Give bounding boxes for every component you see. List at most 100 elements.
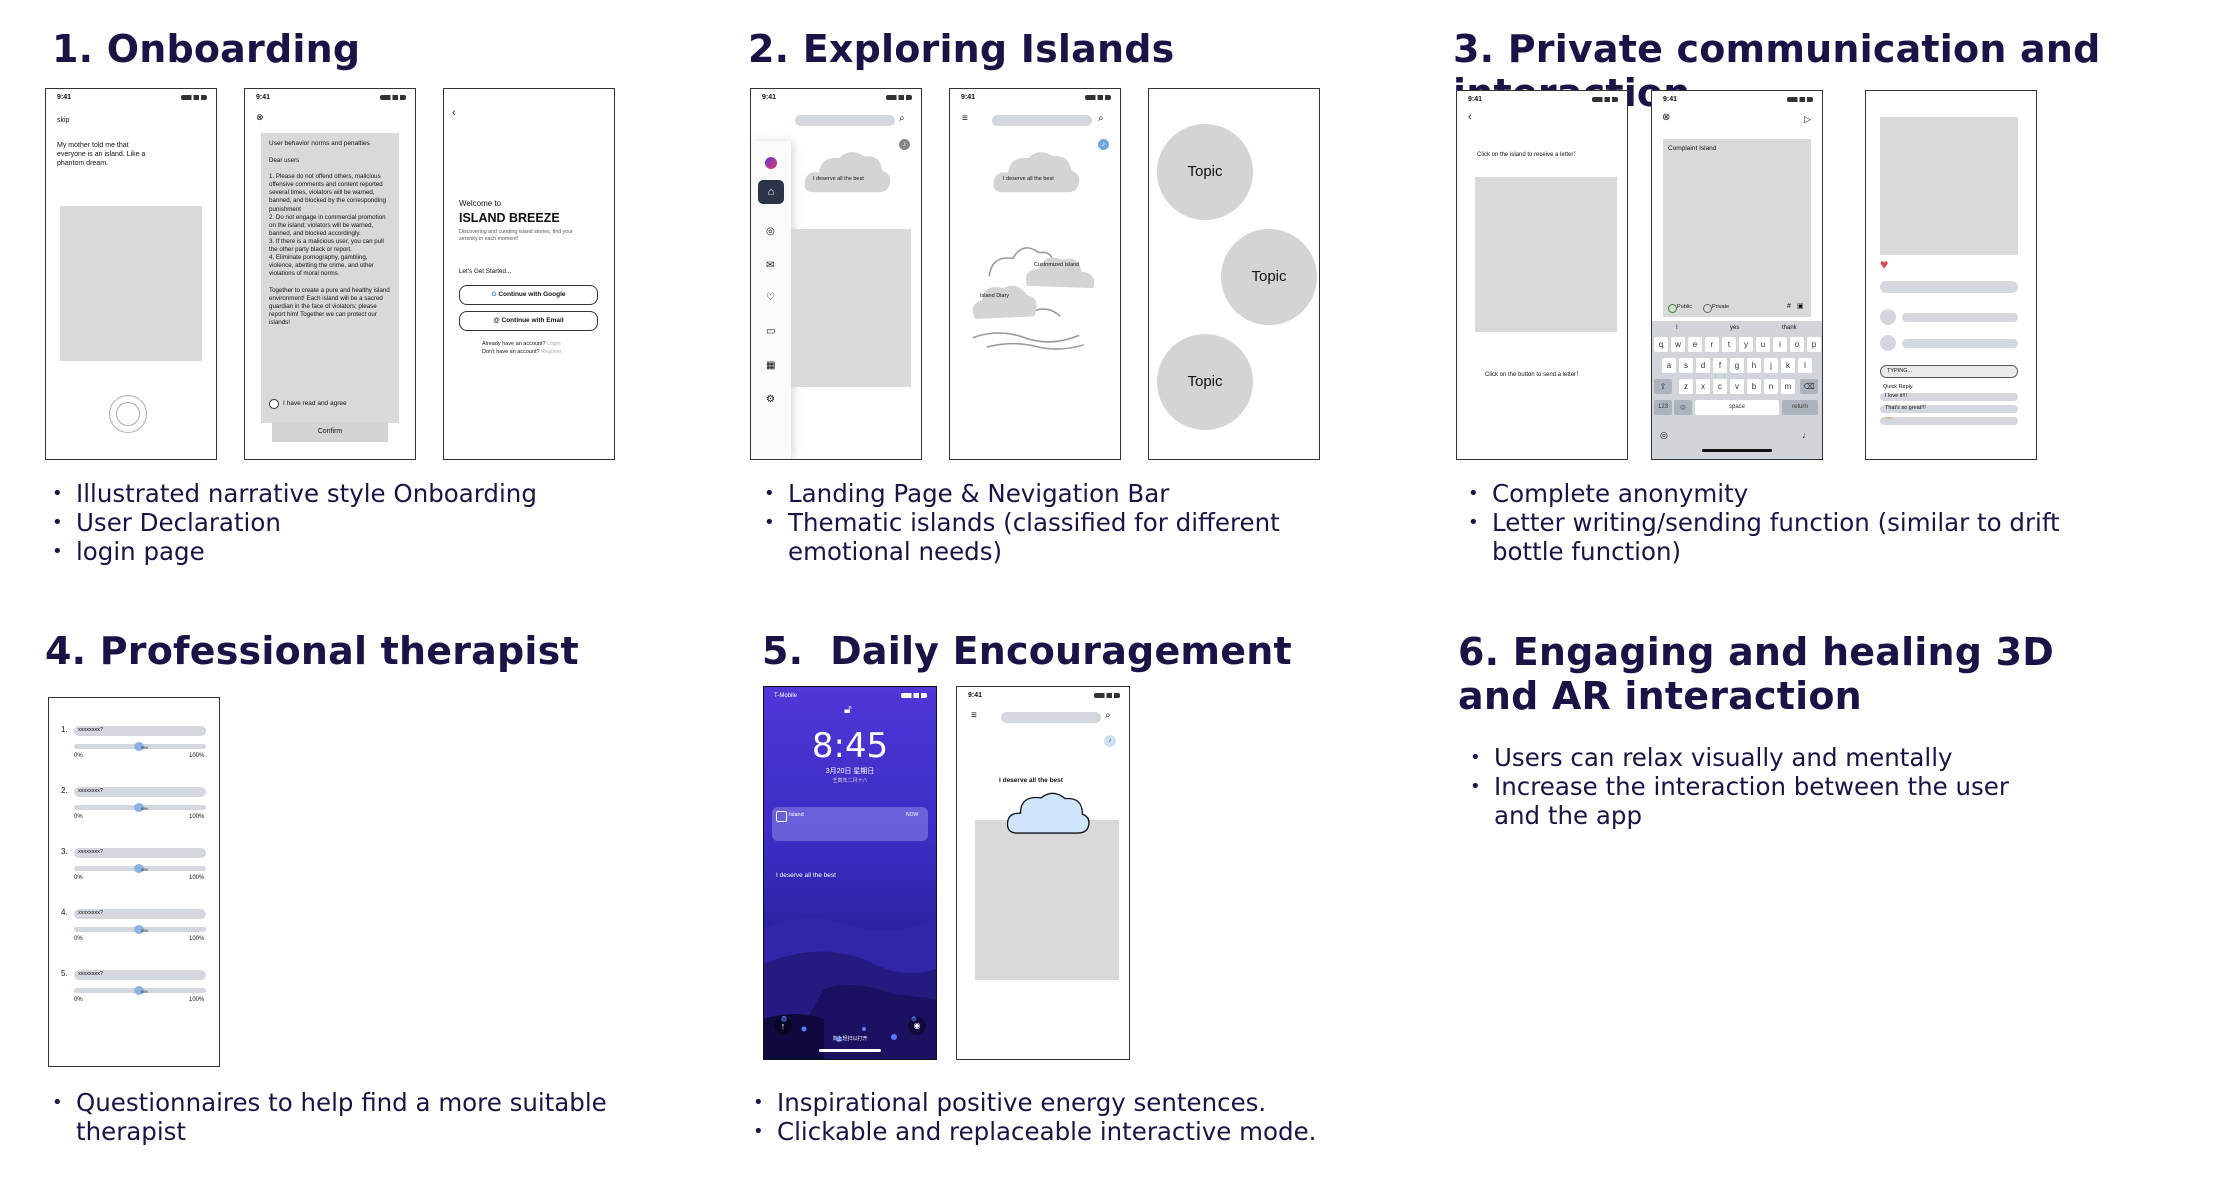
chat-icon[interactable]: ▭ [766, 326, 776, 337]
close-icon[interactable]: ⊗ [1662, 112, 1671, 123]
key[interactable]: q [1654, 337, 1668, 352]
camera-button[interactable]: ◉ [908, 1017, 926, 1035]
key[interactable]: m [1781, 379, 1795, 394]
space-key[interactable]: space [1695, 400, 1779, 415]
image-icon[interactable]: ▣ [1797, 303, 1804, 310]
key[interactable]: p [1807, 337, 1821, 352]
compose-area[interactable]: Complaint Island Public Private # ▣ [1663, 139, 1811, 317]
numbers-key[interactable]: 123 [1654, 400, 1672, 415]
back-icon[interactable]: ‹ [1468, 111, 1472, 123]
daily-quote[interactable]: I deserve all the best [999, 777, 1063, 784]
notification-card[interactable]: Island NOW [772, 807, 928, 841]
key[interactable]: d [1696, 358, 1710, 373]
home-icon[interactable]: ⌂ [758, 180, 784, 204]
key[interactable]: i [1773, 337, 1787, 352]
confirm-button[interactable]: Confirm [272, 422, 388, 442]
cloud-icon[interactable] [1005, 787, 1091, 837]
key[interactable]: l [1798, 358, 1812, 373]
globe-icon[interactable]: ◎ [766, 226, 775, 237]
shift-key[interactable]: ⇧ [1654, 379, 1672, 394]
search-bar[interactable] [795, 115, 895, 126]
topic-bubble[interactable]: Topic [1157, 124, 1253, 220]
key[interactable]: k [1781, 358, 1795, 373]
return-key[interactable]: return [1782, 400, 1818, 415]
suggestion[interactable]: thank [1782, 325, 1797, 331]
key[interactable]: c [1713, 379, 1727, 394]
answer-slider[interactable] [74, 742, 206, 751]
music-icon[interactable]: ♪ [1098, 139, 1109, 150]
backspace-key[interactable]: ⌫ [1800, 379, 1818, 394]
key[interactable]: b [1747, 379, 1761, 394]
key[interactable]: r [1705, 337, 1719, 352]
music-off-icon[interactable]: ♪ [1104, 735, 1116, 747]
search-icon[interactable]: ⌕ [1105, 710, 1111, 721]
reply-input[interactable]: TYPING... [1880, 365, 2018, 378]
topic-bubble[interactable]: Topic [1157, 334, 1253, 430]
key[interactable]: y [1739, 337, 1753, 352]
key[interactable]: w [1671, 337, 1685, 352]
suggestion[interactable]: yes [1730, 325, 1740, 331]
calendar-icon[interactable]: ▦ [766, 360, 776, 371]
key[interactable]: u [1756, 337, 1770, 352]
slider-thumb[interactable] [134, 986, 144, 995]
cloud-island[interactable] [992, 147, 1082, 197]
key[interactable]: e [1688, 337, 1702, 352]
island-placeholder[interactable] [1475, 177, 1617, 332]
search-icon[interactable]: ⌕ [899, 113, 905, 124]
key[interactable]: z [1679, 379, 1693, 394]
answer-slider[interactable] [74, 986, 206, 995]
key[interactable]: a [1662, 358, 1676, 373]
key[interactable]: o [1790, 337, 1804, 352]
suggestion[interactable]: I [1676, 325, 1678, 331]
slider-thumb[interactable] [134, 742, 144, 751]
public-radio[interactable] [1668, 304, 1677, 313]
slider-thumb[interactable] [134, 803, 144, 812]
google-button[interactable]: G Continue with Google [459, 285, 598, 305]
heart-icon[interactable]: ♥ [1880, 256, 1889, 272]
answer-slider[interactable] [74, 925, 206, 934]
key[interactable]: h [1747, 358, 1761, 373]
answer-slider[interactable] [74, 803, 206, 812]
search-bar[interactable] [992, 115, 1092, 126]
search-bar[interactable] [1001, 712, 1101, 723]
key[interactable]: v [1730, 379, 1744, 394]
quick-reply-option[interactable]: I love it!!! [1880, 393, 2018, 401]
mic-icon[interactable]: ♩ [1802, 430, 1811, 440]
answer-slider[interactable] [74, 864, 206, 873]
next-button[interactable] [109, 395, 147, 433]
slider-thumb[interactable] [134, 925, 144, 934]
settings-icon[interactable]: ⚙ [766, 394, 775, 405]
hashtag-icon[interactable]: # [1787, 303, 1791, 310]
globe-icon[interactable]: ◎ [1660, 430, 1668, 440]
key[interactable]: t [1722, 337, 1736, 352]
login-link[interactable]: Login [547, 341, 561, 347]
key[interactable]: n [1764, 379, 1778, 394]
customized-island-label[interactable]: Customized Island [1034, 262, 1080, 268]
quote-text[interactable]: I deserve all the best [776, 872, 836, 879]
register-link[interactable]: Register [541, 349, 562, 355]
menu-icon[interactable]: ≡ [971, 710, 977, 721]
slider-thumb[interactable] [134, 864, 144, 873]
agree-checkbox[interactable] [269, 399, 279, 409]
flashlight-button[interactable]: ↑ [774, 1017, 792, 1035]
key[interactable]: j [1764, 358, 1778, 373]
key[interactable]: s [1679, 358, 1693, 373]
close-icon[interactable]: ⊗ [256, 112, 264, 122]
island-diary-label[interactable]: Island Diary [980, 293, 1010, 299]
quick-reply-option[interactable]: That's so great!!! [1880, 405, 2018, 413]
private-radio[interactable] [1703, 304, 1712, 313]
quick-reply-option[interactable]: ^^^ [1880, 417, 2018, 425]
key[interactable]: f [1713, 358, 1727, 373]
cloud-island[interactable] [803, 147, 893, 197]
topic-bubble[interactable]: Topic [1221, 229, 1317, 325]
back-icon[interactable]: ‹ [452, 107, 456, 119]
menu-icon[interactable]: ≡ [962, 113, 968, 124]
emoji-key[interactable]: ☺ [1674, 400, 1692, 415]
key[interactable]: x [1696, 379, 1710, 394]
skip-link[interactable]: skip [57, 117, 70, 124]
mail-icon[interactable]: ✉ [766, 260, 775, 271]
email-button[interactable]: @ Continue with Email [459, 311, 598, 331]
music-icon[interactable]: ♪ [899, 139, 910, 150]
send-icon[interactable]: ▷ [1804, 114, 1811, 124]
search-icon[interactable]: ⌕ [1098, 113, 1104, 124]
